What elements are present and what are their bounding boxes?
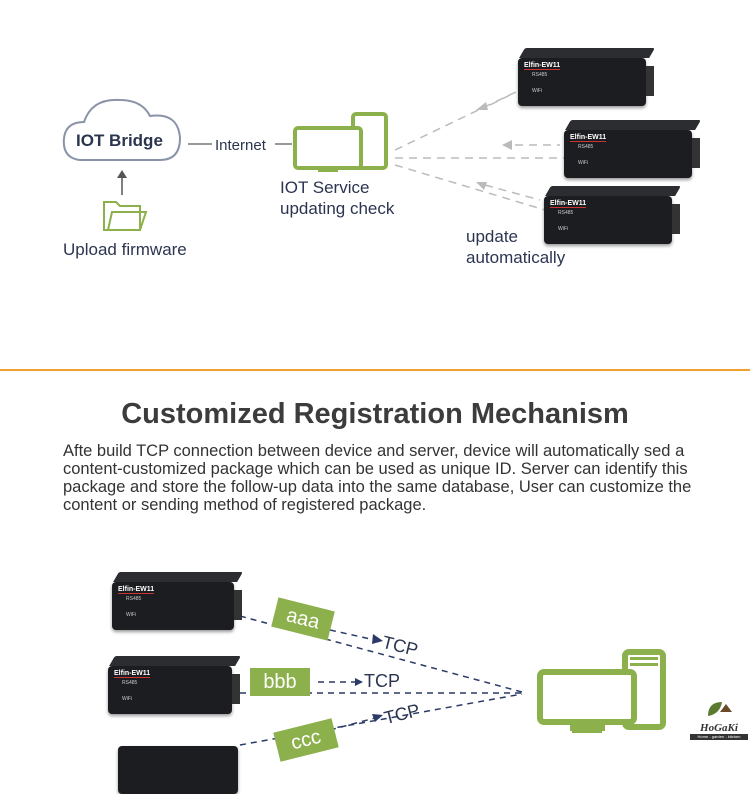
update-label-1: update: [466, 227, 518, 246]
cloud-label: IOT Bridge: [76, 131, 163, 150]
hogaki-logo: HoGaKi Home - garden - kitchen: [690, 698, 748, 740]
device-brand: Elfin-EW11: [524, 62, 561, 70]
service-label-1: IOT Service: [280, 178, 370, 197]
device-rs: RS485: [558, 210, 574, 216]
device-brand: Elfin-EW11: [550, 200, 587, 208]
tcp-label: TCP: [364, 671, 400, 691]
logo-tagline: Home - garden - kitchen: [690, 734, 748, 740]
internet-label: Internet: [215, 137, 266, 154]
logo-name: HoGaKi: [700, 722, 738, 734]
connector-lines: [0, 89, 750, 746]
service-label-2: updating check: [280, 199, 395, 218]
tag-bbb: bbb: [250, 668, 310, 696]
device-wifi: WiFi: [122, 696, 132, 702]
device-rs: RS485: [578, 144, 594, 150]
device-brand: Elfin-EW11: [118, 586, 155, 594]
upload-label: Upload firmware: [63, 240, 187, 259]
device-rs: RS485: [122, 680, 138, 686]
section-paragraph: Afte build TCP connection between device…: [63, 442, 692, 514]
device-wifi: WiFi: [126, 612, 136, 618]
device-rs: RS485: [126, 596, 142, 602]
leaf-house-icon: [708, 702, 732, 716]
device-wifi: WiFi: [558, 226, 568, 232]
device-rs: RS485: [532, 72, 548, 78]
device-image: [118, 746, 238, 794]
cloud-icon: [62, 98, 182, 161]
device-brand: Elfin-EW11: [114, 670, 151, 678]
section-title: Customized Registration Mechanism: [121, 398, 629, 430]
computer-icon: [293, 112, 388, 172]
folder-icon: [103, 201, 148, 231]
update-label-2: automatically: [466, 248, 566, 267]
device-brand: Elfin-EW11: [570, 134, 607, 142]
device-wifi: WiFi: [578, 160, 588, 166]
device-wifi: WiFi: [532, 88, 542, 94]
